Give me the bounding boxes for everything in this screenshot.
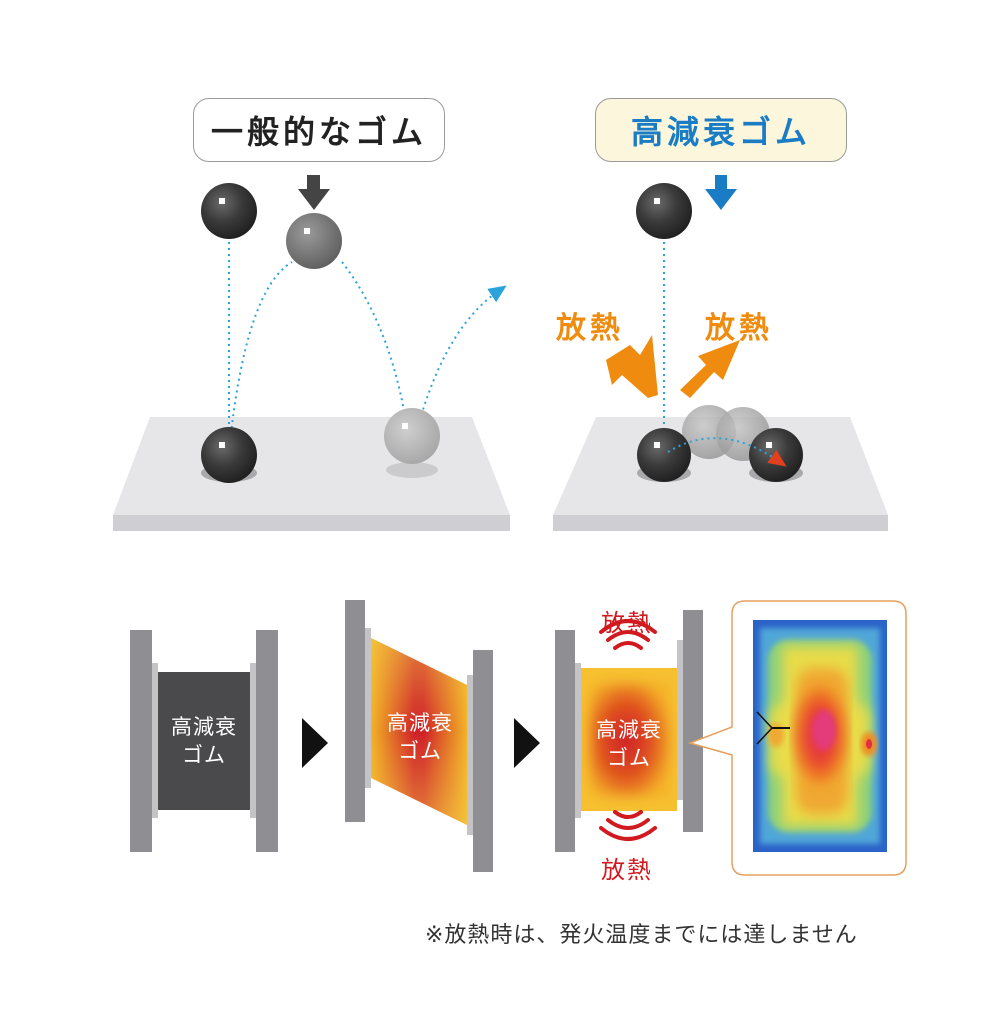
ball-highlight xyxy=(654,198,660,204)
ball-impact xyxy=(201,427,257,483)
ball-impact xyxy=(637,428,691,482)
heat-release-label-bottom: 放熱 xyxy=(601,850,653,885)
heat-release-label-right: 放熱 xyxy=(705,303,773,347)
ball-highlight xyxy=(654,442,660,448)
general-rubber-label: 一般的なゴム xyxy=(193,98,445,162)
footnote: ※放熱時は、発火温度までには達しません xyxy=(425,917,858,949)
plate-right xyxy=(256,630,278,852)
down-arrow-icon xyxy=(298,175,330,210)
right-triangle-icon xyxy=(302,718,328,768)
ball-highlight xyxy=(219,198,225,204)
rubber-block-label: 高減衰 ゴム xyxy=(158,713,250,770)
heat-wave-icon xyxy=(601,812,655,839)
rubber-block-label: 高減衰 ゴム xyxy=(581,716,677,773)
ball-rest xyxy=(749,428,803,482)
floor-plate-edge xyxy=(553,515,888,531)
ball-shadow xyxy=(386,462,438,478)
plate-inner xyxy=(467,675,473,835)
ball-highlight xyxy=(766,442,772,448)
ball-start xyxy=(636,183,692,239)
thermograph-callout xyxy=(690,601,906,875)
ball-highlight xyxy=(219,442,225,448)
plate-left xyxy=(130,630,152,852)
plate-inner xyxy=(677,640,683,800)
plate-right xyxy=(683,610,703,832)
ball-bounce-ghost xyxy=(384,408,440,464)
down-arrow-icon xyxy=(705,175,737,210)
plate-left xyxy=(345,600,365,822)
ball-top xyxy=(286,213,342,269)
floor-plate-top xyxy=(113,417,510,515)
rubber-block-label: 高減衰 ゴム xyxy=(374,709,466,766)
floor-plate-edge xyxy=(113,515,510,531)
plate-inner xyxy=(250,663,256,818)
high-damping-rubber-label: 高減衰ゴム xyxy=(595,98,847,162)
thermograph-image xyxy=(753,620,887,852)
up-arrow-icon xyxy=(680,340,740,398)
ball-highlight xyxy=(304,228,310,234)
plate-right xyxy=(473,650,493,872)
plate-inner xyxy=(365,628,371,788)
general-rubber-scene xyxy=(113,175,510,531)
heat-release-label-top: 放熱 xyxy=(601,603,653,638)
ball-highlight xyxy=(402,423,408,429)
heat-release-label-left: 放熱 xyxy=(556,303,624,347)
high-damping-rubber-scene xyxy=(553,175,888,531)
plate-left xyxy=(555,630,575,852)
right-triangle-icon xyxy=(514,718,540,768)
ball-start xyxy=(201,183,257,239)
